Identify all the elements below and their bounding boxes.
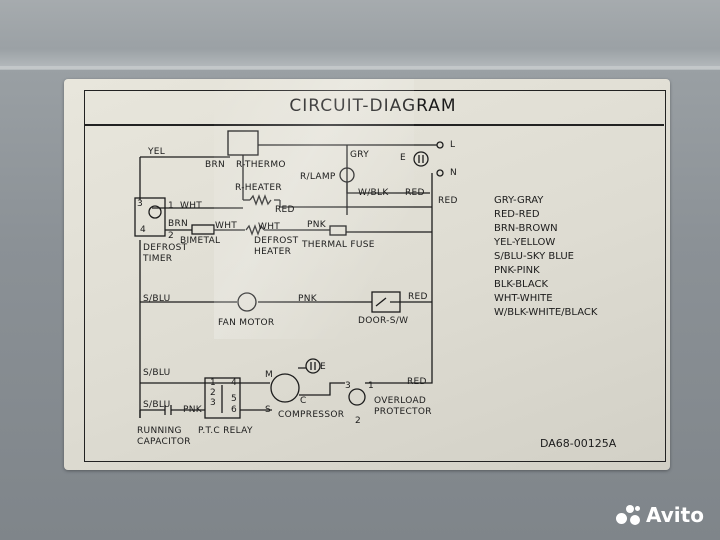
label-bimetal: BIMETAL	[180, 236, 221, 246]
label-brn-2: BRN	[168, 219, 189, 229]
thermal-fuse-symbol	[329, 225, 347, 236]
label-w-blk: W/BLK	[358, 188, 389, 198]
label-r-thermo: R-THERMO	[236, 160, 286, 170]
avito-watermark-text: Avito	[646, 503, 704, 527]
diagram-frame	[84, 90, 666, 462]
label-sblu-1: S/BLU	[143, 294, 171, 304]
legend-item: W/BLK-WHITE/BLACK	[494, 307, 598, 318]
label-ptc-4: 4	[231, 378, 238, 388]
r-heater-resistor	[249, 194, 272, 206]
legend-item: S/BLU-SKY BLUE	[494, 251, 574, 262]
label-s: S	[265, 405, 272, 415]
label-red-2: RED	[275, 205, 295, 215]
circuit-diagram-label-sticker	[64, 79, 670, 470]
label-t1: 1	[168, 201, 175, 211]
diagram-title: CIRCUIT-DIAGRAM	[289, 96, 457, 116]
label-c: C	[300, 396, 307, 406]
label-red-4: RED	[408, 292, 428, 302]
running-capacitor-symbol	[164, 405, 172, 415]
label-ptc-1: 1	[210, 378, 217, 388]
label-m: M	[265, 370, 274, 380]
label-overload-protector: OVERLOAD PROTECTOR	[374, 396, 432, 417]
legend-item: WHT-WHITE	[494, 293, 553, 304]
terminal-L	[436, 141, 444, 149]
legend-item: BRN-BROWN	[494, 223, 558, 234]
label-n: N	[450, 168, 458, 178]
label-pnk-3: PNK	[183, 405, 202, 415]
label-thermal-fuse: THERMAL FUSE	[302, 240, 375, 250]
wire-right-bus	[372, 173, 433, 384]
r-thermo-switch	[227, 130, 259, 156]
label-door-sw: DOOR-S/W	[358, 316, 409, 326]
label-e-top: E	[400, 153, 406, 163]
legend-item: BLK-BLACK	[494, 279, 549, 290]
label-compressor: COMPRESSOR	[278, 410, 345, 420]
title-underline	[84, 124, 664, 126]
label-red-5: RED	[407, 377, 427, 387]
terminal-N	[436, 169, 444, 177]
label-pnk-2: PNK	[298, 294, 317, 304]
fan-motor-symbol	[237, 292, 257, 312]
bimetal-symbol	[191, 224, 215, 235]
ground-symbol-comp	[305, 358, 321, 374]
legend-item: YEL-YELLOW	[494, 237, 556, 248]
legend-item: GRY-GRAY	[494, 195, 544, 206]
label-r-lamp: R/LAMP	[300, 172, 336, 182]
label-ptc-6: 6	[231, 405, 238, 415]
label-pnk-1: PNK	[307, 220, 326, 230]
label-red-1: RED	[405, 188, 425, 198]
label-ptc-relay: P.T.C RELAY	[198, 426, 253, 436]
label-brn-top: BRN	[205, 160, 226, 170]
label-defrost-timer: DEFROST TIMER	[143, 243, 188, 264]
avito-logo-icon	[616, 503, 642, 527]
label-fan-motor: FAN MOTOR	[218, 318, 275, 328]
label-l: L	[450, 140, 456, 150]
label-defrost-heater: DEFROST HEATER	[254, 236, 299, 257]
label-ol-2: 2	[355, 416, 362, 426]
label-t4: 4	[140, 225, 147, 235]
legend-item: RED-RED	[494, 209, 540, 220]
ground-symbol-top	[413, 151, 429, 167]
overload-protector-symbol	[348, 388, 366, 406]
defrost-timer-box	[134, 197, 166, 237]
label-red-3: RED	[438, 196, 458, 206]
label-t3: 3	[137, 199, 144, 209]
ptc-relay-box	[204, 377, 241, 419]
label-ptc-5: 5	[231, 394, 238, 404]
label-wht-2: WHT	[215, 221, 238, 231]
label-t2: 2	[168, 231, 175, 241]
part-number: DA68-00125A	[540, 437, 617, 450]
label-running-capacitor: RUNNING CAPACITOR	[137, 426, 191, 447]
defrost-heater-resistor	[245, 224, 265, 236]
panel-seam	[0, 66, 720, 69]
label-sblu-2: S/BLU	[143, 368, 171, 378]
label-e-comp: E	[320, 362, 326, 372]
label-yel: YEL	[148, 147, 166, 157]
label-gry: GRY	[350, 150, 370, 160]
label-r-heater: R-HEATER	[235, 183, 282, 193]
label-ol-3: 3	[345, 381, 352, 391]
label-ptc-3: 3	[210, 398, 217, 408]
label-sblu-3: S/BLU	[143, 400, 171, 410]
avito-watermark: Avito	[616, 500, 712, 530]
label-ol-1: 1	[368, 381, 375, 391]
label-wht-3: WHT	[258, 222, 281, 232]
compressor-symbol	[270, 373, 300, 403]
legend-item: PNK-PINK	[494, 265, 540, 276]
label-ptc-2: 2	[210, 388, 217, 398]
label-wht-1: WHT	[180, 201, 203, 211]
metal-panel-top	[0, 0, 720, 70]
